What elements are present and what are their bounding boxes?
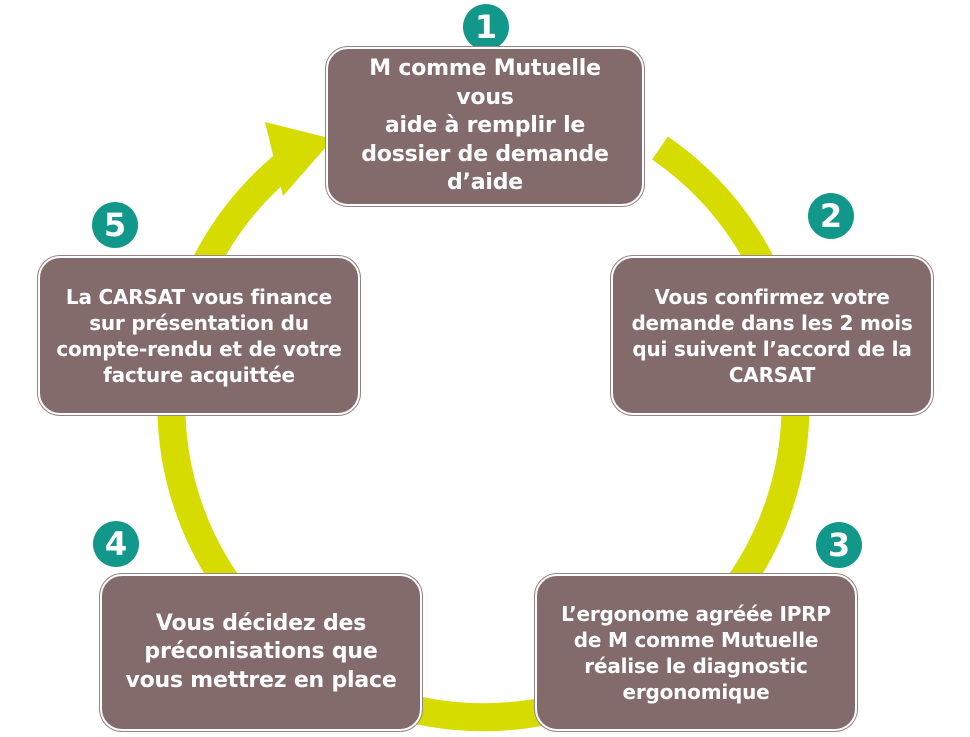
- step-number-2: 2: [808, 193, 854, 239]
- step-5-text: La CARSAT vous finance sur présentation …: [56, 284, 341, 388]
- step-2-text: Vous confirmez votre demande dans les 2 …: [631, 284, 912, 388]
- step-1-line-4: d’aide: [447, 170, 523, 196]
- step-3-line-3: réalise le diagnostic: [584, 653, 808, 678]
- step-number-2-label: 2: [819, 197, 843, 235]
- step-5-line-2: sur présentation du: [89, 310, 309, 335]
- step-3-line-1: L’ergonome agréée IPRP: [561, 601, 831, 626]
- step-4-box: Vous décidez des préconisations que vous…: [100, 574, 422, 731]
- step-5-line-3: compte-rendu et de votre: [56, 336, 342, 361]
- step-number-1-label: 1: [474, 8, 498, 46]
- step-2-line-3: qui suivent l’accord de la: [632, 336, 912, 361]
- step-2-line-4: CARSAT: [728, 362, 816, 387]
- step-2-box: Vous confirmez votre demande dans les 2 …: [611, 256, 933, 415]
- step-3-line-4: ergonomique: [622, 679, 770, 704]
- step-5-box: La CARSAT vous finance sur présentation …: [38, 256, 360, 415]
- cycle-arrow-head: [265, 122, 333, 196]
- step-number-4: 4: [93, 521, 139, 567]
- step-number-3-label: 3: [827, 526, 851, 564]
- step-1-line-2: aide à remplir le: [384, 113, 586, 139]
- step-number-5-label: 5: [103, 206, 127, 244]
- step-number-4-label: 4: [104, 525, 128, 563]
- step-2-line-2: demande dans les 2 mois: [631, 310, 913, 335]
- step-1-line-1: M comme Mutuelle vous: [369, 56, 601, 110]
- step-1-box: M comme Mutuelle vous aide à remplir le …: [326, 47, 644, 206]
- step-5-line-1: La CARSAT vous finance: [65, 284, 333, 309]
- step-3-line-2: de M comme Mutuelle: [573, 627, 819, 652]
- step-5-line-4: facture acquittée: [103, 362, 295, 387]
- step-number-3: 3: [816, 522, 862, 568]
- step-4-line-3: vous mettrez en place: [125, 667, 397, 693]
- step-3-text: L’ergonome agréée IPRP de M comme Mutuel…: [561, 601, 831, 705]
- step-number-5: 5: [92, 202, 138, 248]
- step-2-line-1: Vous confirmez votre: [654, 284, 890, 309]
- step-4-line-1: Vous décidez des: [155, 610, 367, 636]
- step-1-line-3: dossier de demande: [361, 141, 609, 167]
- step-1-text: M comme Mutuelle vous aide à remplir le …: [342, 55, 628, 198]
- step-4-line-2: préconisations que: [144, 639, 378, 665]
- step-3-box: L’ergonome agréée IPRP de M comme Mutuel…: [535, 574, 857, 731]
- step-4-text: Vous décidez des préconisations que vous…: [125, 610, 396, 696]
- step-number-1: 1: [463, 4, 509, 50]
